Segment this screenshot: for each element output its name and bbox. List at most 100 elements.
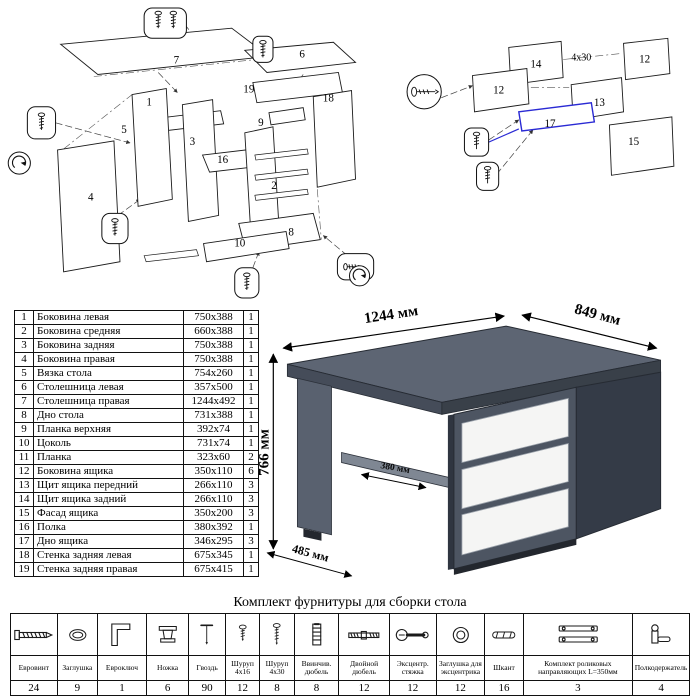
part-qty: 1: [243, 408, 259, 423]
part-num: 8: [14, 408, 34, 423]
hardware-name: Ножка: [145, 655, 190, 681]
hardware-qty: 24: [10, 680, 58, 696]
cam-cap-icon: [452, 626, 469, 643]
hardware-name: Полкодержатель: [632, 655, 690, 681]
part-4-panel: [57, 140, 121, 273]
hardware-qty: 90: [188, 680, 226, 696]
part-size: 323x60: [183, 450, 244, 465]
hardware-icon-cell: [522, 613, 634, 656]
part-size: 380x392: [183, 520, 244, 535]
part-size: 350x200: [183, 506, 244, 521]
part-num: 5: [14, 366, 34, 381]
hardware-name: Шуруп 4x16: [224, 655, 261, 681]
screw-size-label: 4x30: [571, 53, 591, 64]
part-size: 357x500: [183, 380, 244, 395]
part-name: Фасад ящика: [33, 506, 184, 521]
hardware-qty: 12: [338, 680, 390, 696]
part-qty: 3: [243, 492, 259, 507]
part-name: Боковина правая: [33, 352, 184, 367]
part-size: 392x74: [183, 422, 244, 437]
part-3-label: 3: [190, 136, 196, 148]
bolt-callout-icon: [406, 74, 442, 110]
hardware-name: Евроключ: [97, 655, 147, 681]
hardware-name: Евровинт: [10, 655, 58, 681]
part-9-label: 9: [258, 117, 264, 129]
dimension-shelf-arrow: [360, 472, 427, 491]
hardware-name: Шуруп 4x30: [259, 655, 295, 681]
hardware-name: Шкант: [484, 655, 524, 681]
confirmat-screw-icon: [14, 629, 54, 640]
fastener-callout-6: [252, 35, 274, 63]
hardware-icon-cell: [435, 613, 486, 656]
fastener-callout-2: [26, 106, 57, 140]
part-size: 750x388: [183, 310, 244, 325]
desk-cabinet-base: [453, 538, 577, 575]
part-name: Щит ящика передний: [33, 478, 184, 493]
part-num: 6: [14, 380, 34, 395]
part-num: 18: [14, 548, 34, 563]
part-num: 10: [14, 436, 34, 451]
part-10-panel: [203, 231, 290, 263]
drawer-slide-rail: [143, 249, 199, 263]
part-num: 11: [14, 450, 34, 465]
double-dowel-icon: [348, 630, 380, 640]
part-num: 13: [14, 478, 34, 493]
part-qty: 1: [243, 380, 259, 395]
part-9-panel: [268, 107, 306, 126]
part-12-right-label: 12: [639, 54, 650, 66]
part-17-label: 17: [544, 118, 556, 130]
wooden-dowel-icon: [492, 631, 516, 638]
shelf-support-icon: [651, 623, 671, 644]
part-18-panel: [312, 90, 357, 188]
part-number-labels: 7 6 19 18 5 1 3 9 16 2 4 10 8: [88, 48, 334, 249]
exploded-diagram-desk: 7 6 19 18 5 1 3 9 16 2 4 10 8: [7, 7, 375, 299]
part-name: Столешница правая: [33, 394, 184, 409]
fastener-callout-4: [234, 267, 260, 299]
dimension-width-arrow: [282, 312, 506, 352]
part-qty: 3: [243, 534, 259, 549]
furniture-leg-icon: [158, 625, 177, 643]
hardware-qty: 4: [632, 680, 690, 696]
hardware-icon-cell: [484, 613, 524, 656]
part-number-labels: 14 12 12 13 17 15 4x30: [493, 53, 650, 149]
exploded-diagram-drawer: 14 12 12 13 17 15 4x30: [406, 37, 675, 191]
part-name: Щит ящика задний: [33, 492, 184, 507]
hardware-icon-cell: [145, 613, 190, 656]
part-14-label: 14: [530, 59, 542, 71]
nail-icon: [200, 624, 214, 645]
part-num: 12: [14, 464, 34, 479]
drawer-front-1: [461, 397, 569, 464]
hardware-name: Двойной дюбель: [338, 655, 390, 681]
hardware-qty: 8: [259, 680, 295, 696]
screw-in-dowel-icon: [312, 622, 322, 645]
hardware-qty: 16: [484, 680, 524, 696]
hardware-icon-cell: [97, 613, 147, 656]
part-name: Боковина задняя: [33, 338, 184, 353]
drawer-slide-rail: [254, 168, 309, 181]
part-size: 660x388: [183, 324, 244, 339]
hardware-qty: 12: [224, 680, 261, 696]
hardware-kit-title: Комплект фурнитуры для сборки стола: [233, 595, 467, 610]
part-name: Цоколь: [33, 436, 184, 451]
part-size: 750x388: [183, 352, 244, 367]
hardware-name: Заглушка: [56, 655, 99, 681]
part-6-label: 6: [299, 48, 305, 60]
hardware-qty: 6: [145, 680, 190, 696]
part-15-panel: [608, 116, 675, 176]
hardware-icon-cell: [293, 613, 340, 656]
hardware-name-row: Евровинт Заглушка Евроключ Ножка Гвоздь …: [10, 655, 690, 681]
part-10-label: 10: [234, 238, 246, 250]
part-qty: 1: [243, 324, 259, 339]
dimension-depth-label: 849 мм: [573, 302, 622, 329]
desk-body: [286, 325, 662, 575]
